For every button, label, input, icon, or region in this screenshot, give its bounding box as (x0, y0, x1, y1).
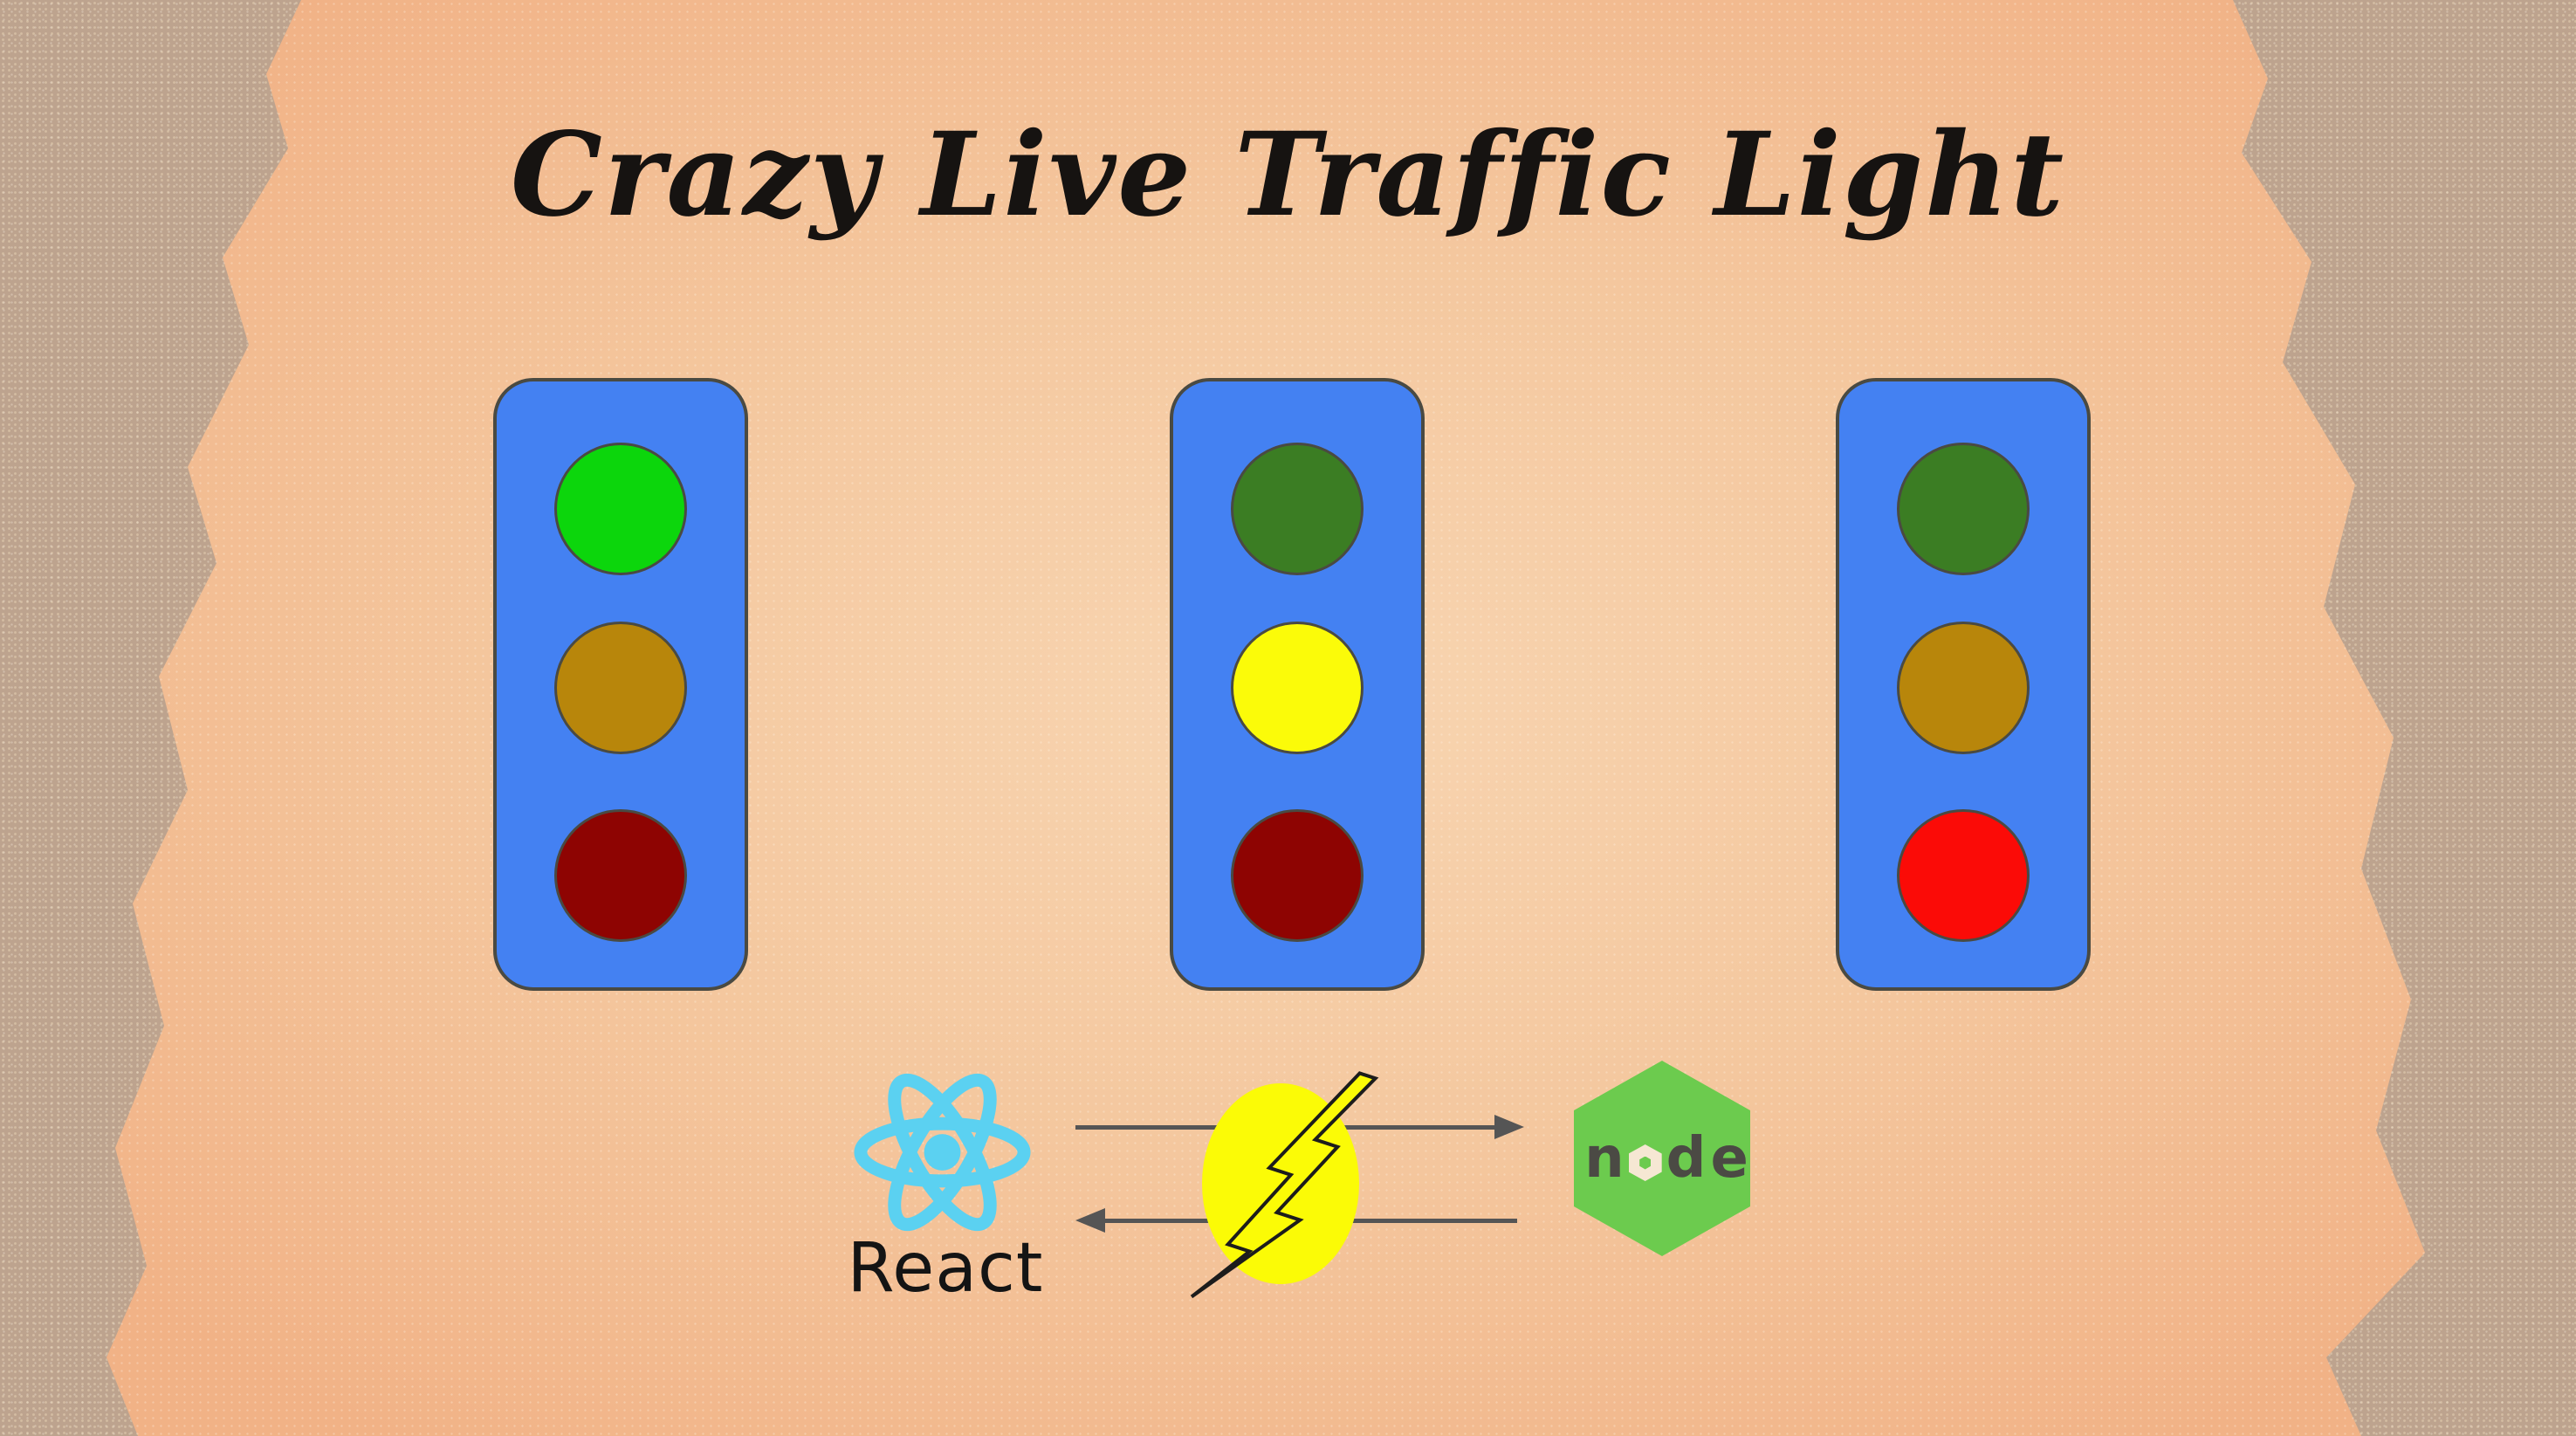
react-label: React (847, 1229, 1044, 1308)
lightning-bolt-icon (1190, 1071, 1379, 1299)
traffic-bulb-red (1897, 809, 2030, 942)
node-letter-n: n (1584, 1126, 1625, 1191)
arrow-left-icon (1075, 1208, 1105, 1233)
traffic-bulb-green (1231, 443, 1364, 575)
traffic-bulb-yellow (1231, 622, 1364, 754)
node-letter-d: d (1666, 1126, 1707, 1191)
node-o-hexagon-hole (1639, 1156, 1652, 1170)
node-o-hexagon-icon (1628, 1144, 1662, 1181)
traffic-light-left (493, 378, 748, 991)
traffic-bulb-red (554, 809, 687, 942)
traffic-light-middle (1170, 378, 1425, 991)
node-letter-e: e (1710, 1126, 1748, 1191)
traffic-bulb-yellow (554, 622, 687, 754)
traffic-light-right (1836, 378, 2091, 991)
node-wordmark: n d e (1572, 1059, 1752, 1258)
arrow-right-icon (1494, 1115, 1524, 1139)
traffic-bulb-yellow (1897, 622, 2030, 754)
react-logo-icon (854, 1073, 1031, 1232)
traffic-bulb-green (1897, 443, 2030, 575)
node-logo-icon (1574, 1061, 1750, 1256)
page-title: Crazy Live Traffic Light (510, 107, 2066, 243)
traffic-bulb-green (554, 443, 687, 575)
traffic-bulb-red (1231, 809, 1364, 942)
